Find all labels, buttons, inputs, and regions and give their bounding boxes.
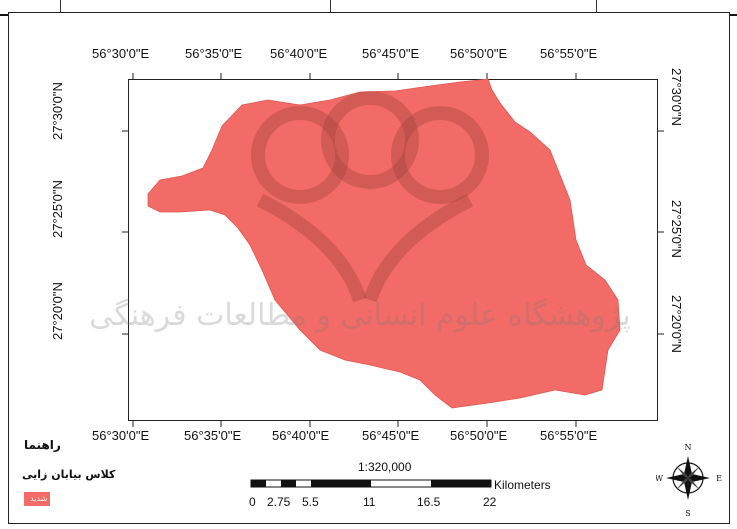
divider: [330, 0, 331, 14]
bottom-longitude-label: 56°45'0"E: [362, 428, 420, 443]
top-longitude-label: 56°45'0"E: [362, 46, 420, 61]
divider: [596, 0, 597, 14]
top-longitude-label: 56°35'0"E: [185, 46, 243, 61]
scale-unit: Kilometers: [494, 478, 551, 492]
top-longitude-label: 56°30'0"E: [92, 46, 150, 61]
scale-tick: 16.5: [417, 495, 441, 509]
bottom-longitude-label: 56°35'0"E: [184, 428, 242, 443]
top-longitude-label: 56°55'0"E: [540, 46, 598, 61]
compass-n: N: [685, 443, 692, 452]
bottom-longitude-label: 56°55'0"E: [540, 428, 598, 443]
watermark-text: پژوهشگاه علوم انسانی و مطالعات فرهنگی: [89, 298, 631, 333]
desertification-region: [147, 78, 621, 409]
bottom-longitude-label: 56°40'0"E: [272, 428, 330, 443]
legend-title: راهنما: [24, 438, 61, 452]
top-longitude-label: 56°50'0"E: [450, 46, 508, 61]
scale-tick: 0: [249, 495, 256, 509]
bottom-longitude-label: 56°50'0"E: [450, 428, 508, 443]
scale-bar: [250, 479, 492, 488]
legend-item-label: شدید: [30, 494, 48, 503]
watermark-ornament: [251, 91, 489, 303]
compass-w: W: [656, 474, 664, 483]
scale-tick: 2.75: [267, 495, 291, 509]
legend-class-title: کلاس بیابان زایی: [22, 468, 116, 481]
scale-ratio: 1:320,000: [358, 460, 412, 474]
graticule-ticks: [122, 73, 664, 427]
bottom-longitude-label: 56°30'0"E: [92, 428, 150, 443]
divider: [60, 0, 61, 14]
scale-tick: 5.5: [302, 495, 319, 509]
compass-s: S: [685, 509, 690, 518]
compass-e: E: [716, 474, 722, 483]
scale-tick: 22: [483, 495, 497, 509]
scale-tick: 11: [363, 495, 376, 509]
top-longitude-label: 56°40'0"E: [270, 46, 328, 61]
legend-swatch: شدید: [24, 492, 50, 506]
compass-rose-icon: N S W E: [656, 443, 722, 518]
